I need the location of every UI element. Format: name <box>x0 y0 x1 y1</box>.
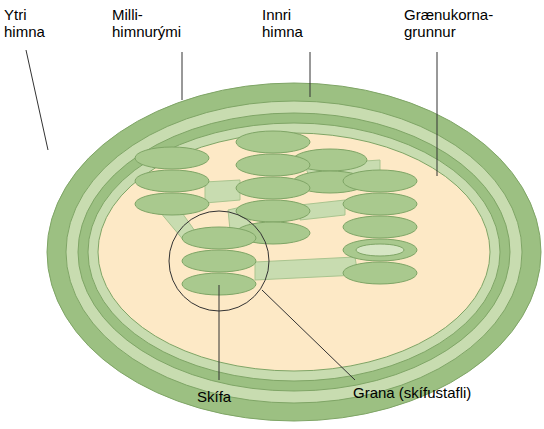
lamella <box>255 257 358 280</box>
leader-line <box>262 290 355 380</box>
thylakoid-disk <box>236 131 310 153</box>
thylakoid-disk <box>135 193 209 215</box>
part-label: Ytri himna <box>4 6 66 40</box>
inner-membrane-edge <box>88 123 500 381</box>
leader-line <box>182 52 183 100</box>
lamella <box>205 180 240 203</box>
thylakoid-disk <box>236 154 310 176</box>
outer-membrane <box>47 83 541 421</box>
inner-membrane <box>78 113 510 391</box>
thylakoid-disk <box>135 170 209 192</box>
part-label: Grana (skífustafli) <box>353 384 503 401</box>
thylakoid-disk <box>182 250 256 272</box>
thylakoid-disk <box>343 262 417 284</box>
part-label: Grænukorna- grunnur <box>404 6 514 40</box>
thylakoid-disk <box>343 216 417 238</box>
thylakoid-disk <box>236 177 310 199</box>
thylakoid-disk <box>182 227 256 249</box>
thylakoid-disk <box>135 147 209 169</box>
thylakoid-disk <box>236 200 310 222</box>
leader-line <box>437 52 438 176</box>
part-label: Innri himna <box>262 6 322 40</box>
part-label: Skífa <box>197 388 277 405</box>
leader-line <box>219 285 220 380</box>
part-label: Milli- himnurými <box>112 6 202 40</box>
leader-line <box>26 50 48 150</box>
leader-line <box>310 52 311 97</box>
thylakoid-disk <box>343 193 417 215</box>
stroma <box>98 133 490 371</box>
thylakoid-lumen <box>356 244 404 256</box>
intermembrane-space <box>66 101 522 403</box>
thylakoid-disk <box>343 239 417 261</box>
thylakoid-disk <box>343 170 417 192</box>
